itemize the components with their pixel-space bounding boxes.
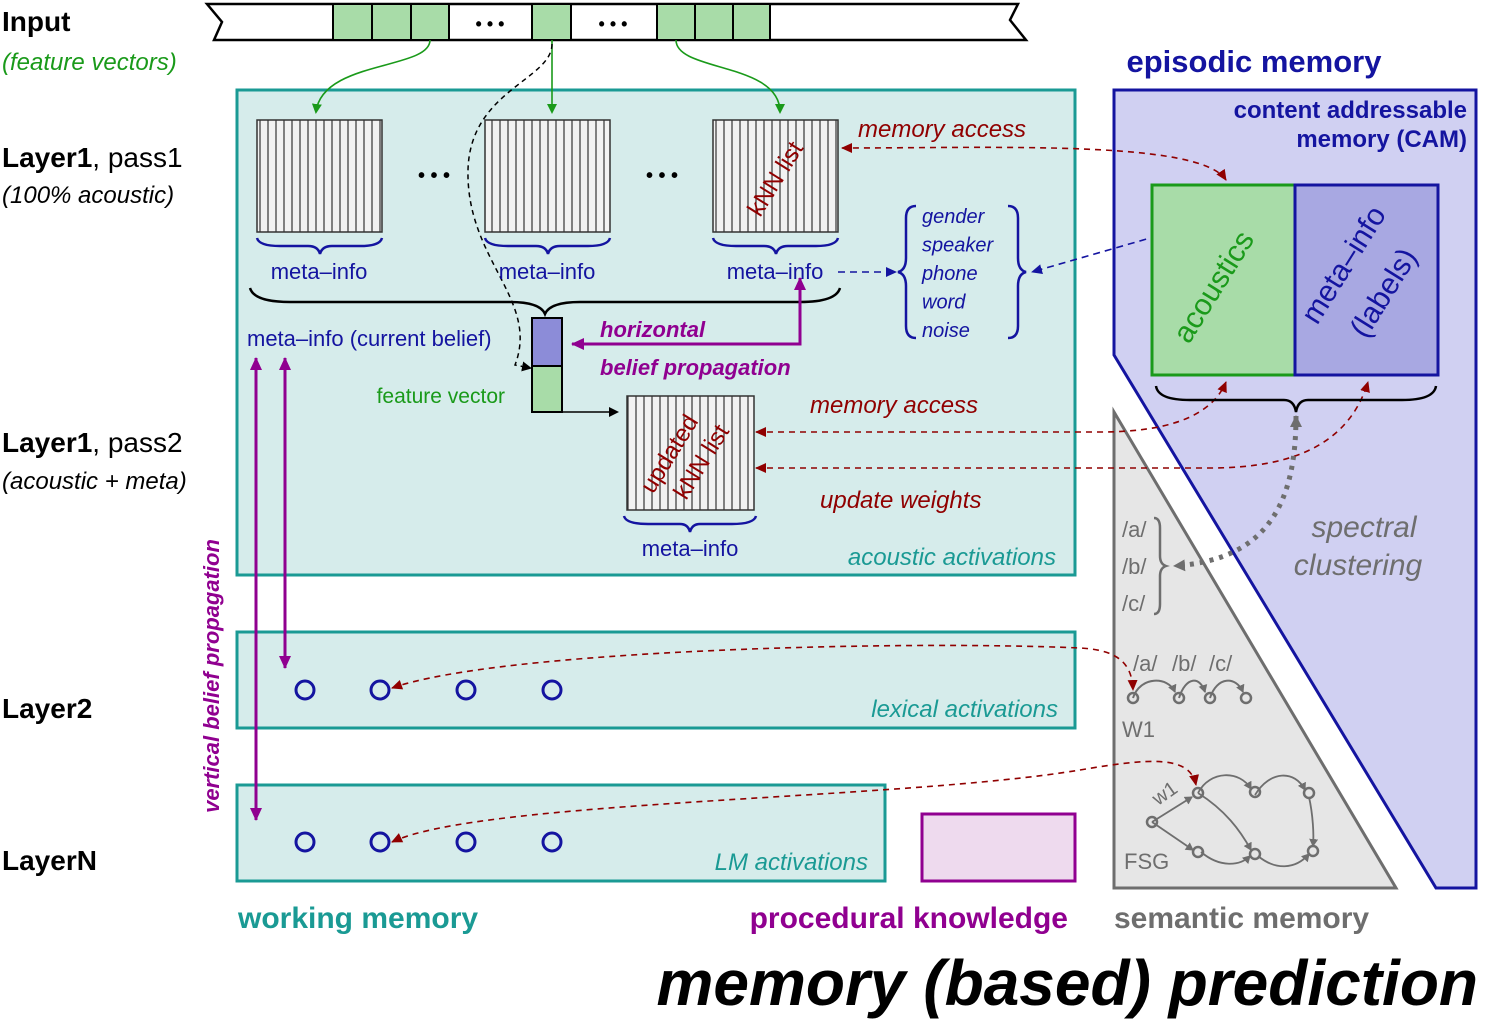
semantic-memory-title: semantic memory [1114,902,1369,935]
updated-meta-brace [622,515,758,533]
footer-title: memory (based) prediction [657,947,1479,1019]
input-feature-bar: • • • • • • [204,2,1029,42]
w1-phone-item: /b/ [1172,651,1197,676]
layer1-pass2-bold: Layer1 [2,427,92,458]
knn-ellipsis-1: • • • [418,165,450,187]
knn-list-box-3 [712,119,839,233]
feature-vector-label: feature vector [377,385,505,408]
input-ellipsis-1: • • • [476,14,505,34]
meta-info-label-2: meta–info [499,259,596,284]
memory-access-top-label: memory access [858,116,1026,143]
cam-acoustics-cell [1150,183,1297,377]
w1-phone-chain [1126,679,1253,705]
procedural-knowledge-box [920,812,1077,883]
memory-access-top-arrow [841,142,1227,181]
meta-brace-3 [711,237,840,255]
procedural-knowledge-title: procedural knowledge [750,902,1068,935]
episodic-memory-title: episodic memory [1127,44,1383,79]
layer1-pass2-label: Layer1, pass2 [2,427,183,458]
layerN-label: LayerN [2,845,97,876]
spectral-clustering-arrow [1173,415,1302,572]
lm-activations-label: LM activations [715,849,868,876]
horizontal-belief-label-1: horizontal [600,317,706,342]
layer1-pass1-bold: Layer1 [2,142,92,173]
meta-info-label-1: meta–info [271,259,368,284]
knn-list-box-1 [256,119,383,233]
memory-access-mid-label: memory access [810,392,978,419]
feature-vector-dashed-path [467,43,553,372]
input-arrow-3 [675,39,785,114]
phone-cluster-item: /a/ [1122,517,1147,542]
input-label: Input [2,6,70,37]
meta-brace-1 [255,237,384,255]
updated-meta-info-label: meta–info [642,536,739,561]
input-arrow-1 [311,39,431,114]
meta-list-left-brace [897,204,917,340]
phone-cluster-item: /b/ [1122,554,1147,579]
w1-phone-item: /c/ [1209,651,1233,676]
layer1-pass2-sub-label: (acoustic + meta) [2,468,187,495]
vertical-belief-label: vertical belief propagation [199,539,224,813]
layer1-pass1-sub-label: (100% acoustic) [2,182,174,209]
fsg-label: FSG [1124,849,1169,874]
w1-phone-labels: /a/ /b/ /c/ [1133,651,1233,676]
current-belief-brace [248,287,842,318]
meta-list: gender speaker phone word noise [921,206,994,342]
updated-knn-list-box [626,395,755,511]
spectral-label-2: clustering [1294,549,1423,582]
update-weights-label: update weights [820,487,981,514]
working-memory-title: working memory [237,902,478,935]
input-ellipsis-2: • • • [599,14,628,34]
meta-list-right-brace [1007,204,1027,340]
cam-label-line2: memory (CAM) [1296,126,1467,153]
layer1-pass2-rest: , pass2 [92,427,182,458]
layer1-pass1-label: Layer1, pass1 [2,142,183,173]
meta-info-label-3: meta–info [727,259,824,284]
feature-vector-meta-cell [531,317,563,367]
spectral-label-1: spectral [1311,511,1417,544]
meta-list-item: gender [922,206,986,228]
acoustic-activations-label: acoustic activations [848,544,1056,571]
lexical-activations-label: lexical activations [871,696,1058,723]
lm-to-fsg-arrow [391,760,1199,843]
layer1-pass1-rest: , pass1 [92,142,182,173]
knn-ellipsis-2: • • • [646,165,678,187]
meta-list-item: phone [921,263,978,285]
meta-list-item: noise [922,320,970,342]
input-sub-label: (feature vectors) [2,49,177,76]
phone-cluster-brace [1153,516,1170,616]
feature-vector-acoustic-cell [531,365,563,413]
lm-activation-nodes [294,831,563,853]
knn-list-box-2 [484,119,611,233]
w1-upper-label: W1 [1122,717,1155,742]
w1-phone-item: /a/ [1133,651,1158,676]
horizontal-belief-arrow [571,277,806,350]
meta-brace-2 [483,237,612,255]
cam-label-line1: content addressable [1234,97,1467,124]
cam-brace [1154,385,1438,413]
cam-meta-info-cell [1293,183,1440,377]
meta-list-item: word [922,292,966,314]
layer2-label: Layer2 [2,693,92,724]
current-belief-label: meta–info (current belief) [247,326,492,351]
lexical-to-w1-arrow [391,644,1138,691]
phone-cluster-item: /c/ [1122,591,1146,616]
horizontal-belief-label-2: belief propagation [600,355,791,380]
meta-list-item: speaker [922,235,994,257]
lexical-activation-nodes [294,679,563,701]
phone-cluster: /a/ /b/ /c/ [1122,517,1147,616]
